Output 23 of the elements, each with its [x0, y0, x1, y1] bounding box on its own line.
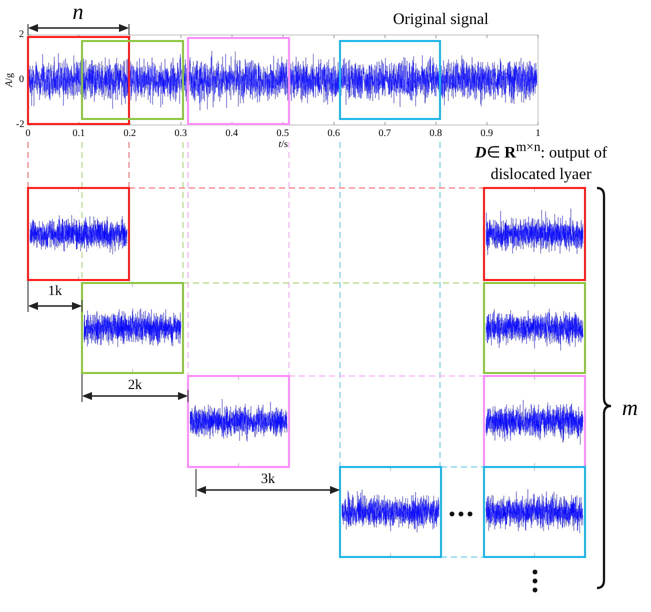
tick-label: 0.2 [124, 129, 136, 139]
tick-label: 0.6 [328, 129, 340, 139]
matrix-label: D∈ R$^{m×n}$: output of dislocated lyaer [474, 138, 608, 186]
tick-label: 0.4 [226, 129, 238, 139]
dimension-label: 2k [128, 379, 142, 393]
tick-label: -2 [16, 120, 24, 130]
chart-title: Original signal [393, 12, 489, 28]
tick-label: 0 [19, 75, 24, 85]
tick-label: 0 [26, 129, 30, 139]
tick-label: 0.7 [378, 129, 391, 139]
tick-label: 0.3 [174, 129, 187, 139]
tick-label: 1 [536, 129, 540, 139]
brace-label: m [622, 397, 638, 419]
dimension-label: 3k [261, 473, 275, 487]
tick-label: 0.9 [480, 129, 493, 139]
tick-label: 0.5 [276, 129, 289, 139]
tick-label: 0.1 [72, 129, 85, 139]
axis-label: t/s [278, 140, 288, 150]
axis-label: A/g [4, 73, 15, 87]
tick-label: 2 [19, 30, 24, 40]
tick-label: 0.8 [430, 129, 442, 139]
dimension-label: 1k [48, 285, 62, 299]
dimension-label: n [72, 1, 84, 23]
